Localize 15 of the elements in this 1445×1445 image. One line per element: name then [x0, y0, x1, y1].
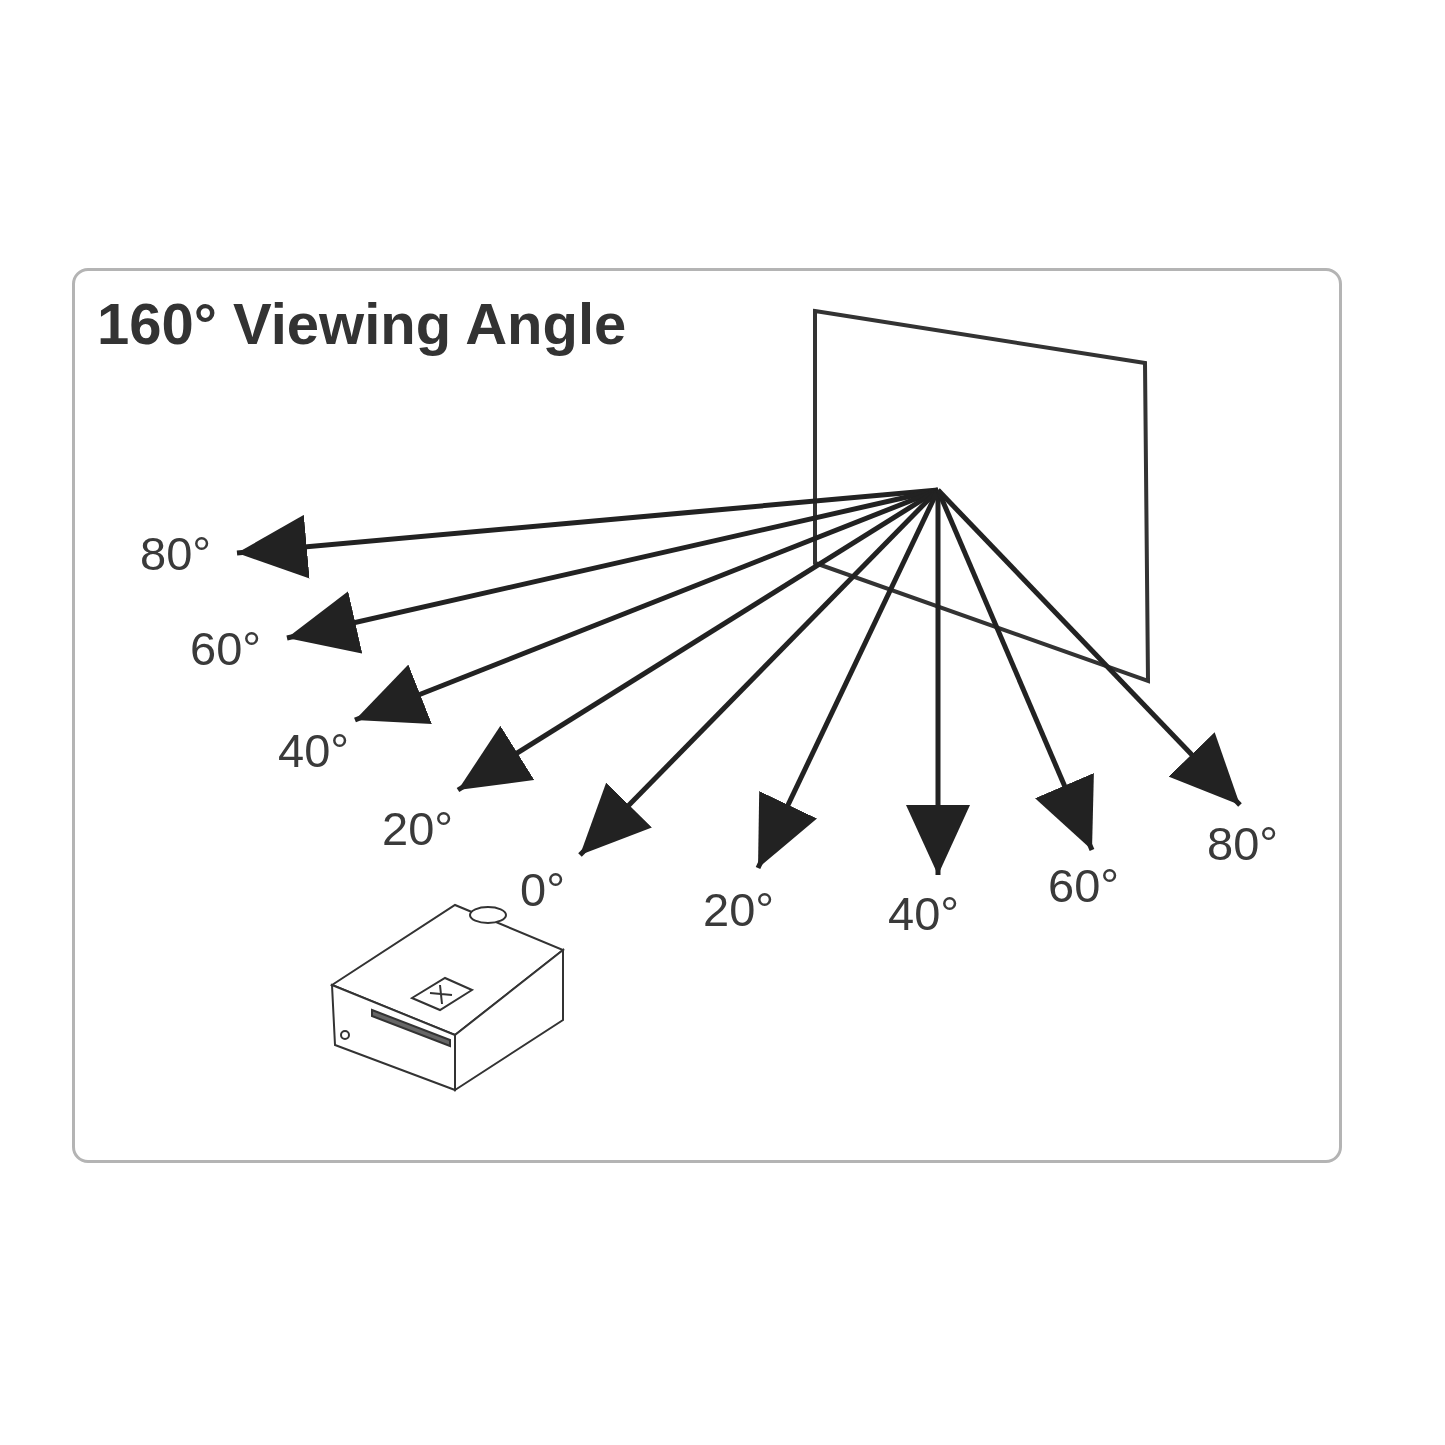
- arrow: [935, 489, 1095, 851]
- angle-label: 0°: [520, 866, 565, 913]
- diagram-title: 160° Viewing Angle: [97, 292, 627, 356]
- angle-label: 80°: [140, 530, 212, 577]
- arrow: [936, 488, 1242, 807]
- angle-label: 60°: [190, 625, 262, 672]
- angle-label: 20°: [382, 805, 454, 852]
- angle-label: 20°: [703, 886, 775, 933]
- angle-label: 60°: [1048, 862, 1120, 909]
- angle-label: 80°: [1207, 820, 1279, 867]
- angle-label: 40°: [888, 890, 960, 937]
- arrow: [286, 487, 939, 654]
- angle-label: 40°: [278, 727, 350, 774]
- screen-outline: [812, 308, 1152, 684]
- arrow: [354, 487, 939, 725]
